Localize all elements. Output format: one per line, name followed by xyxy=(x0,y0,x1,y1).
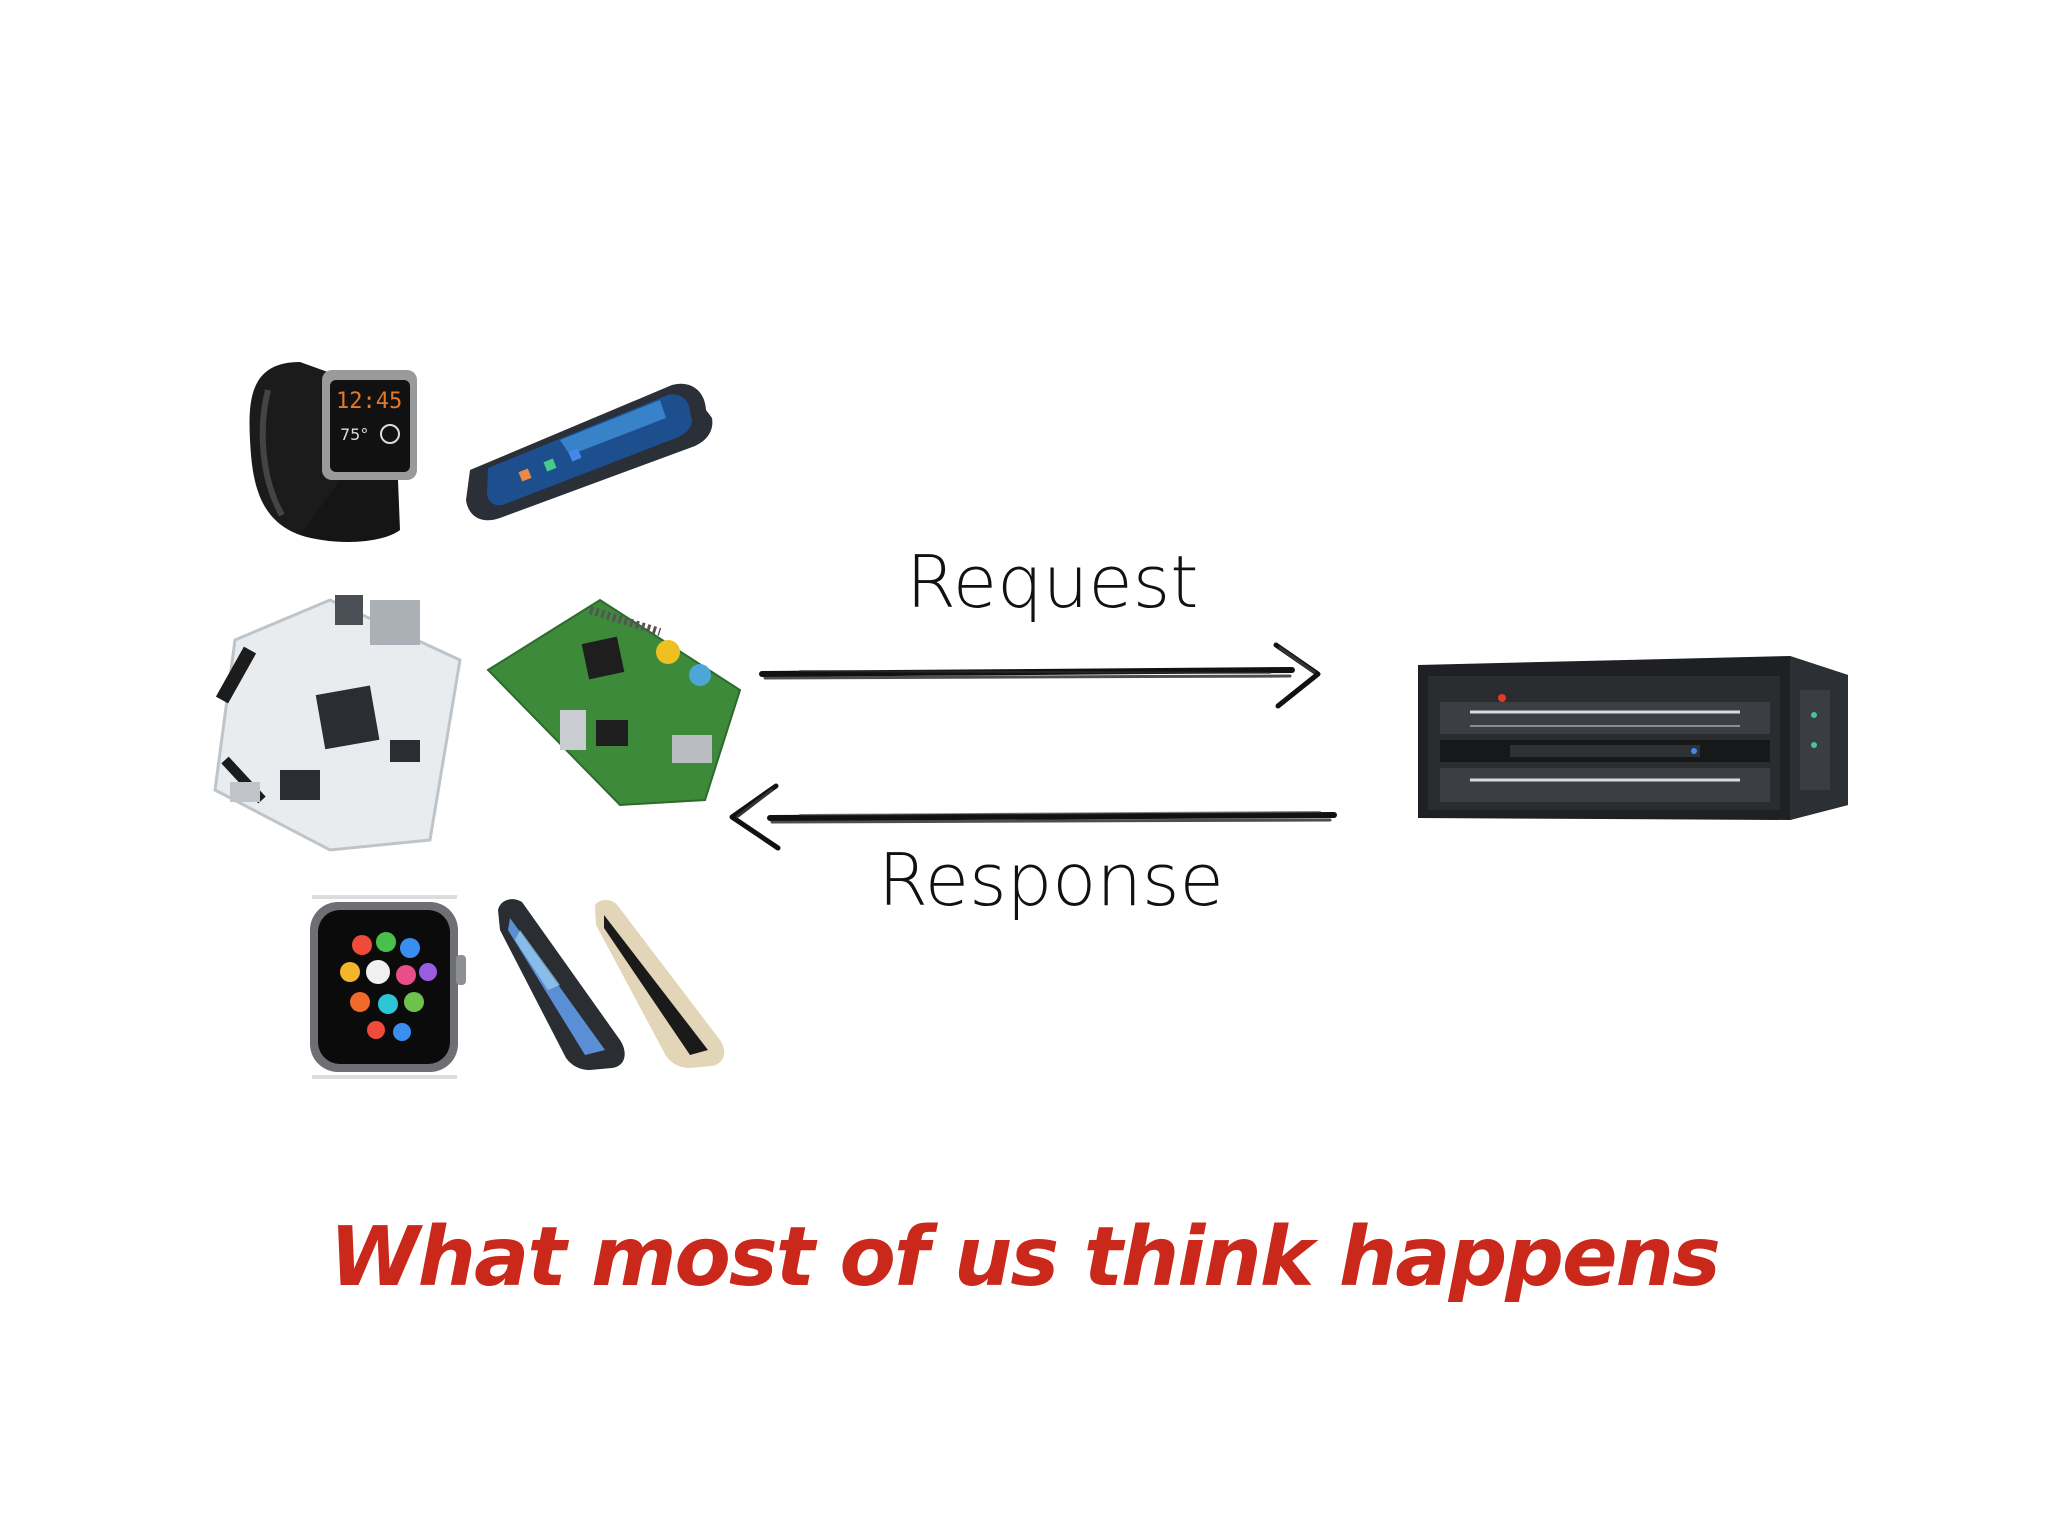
svg-text:12:45: 12:45 xyxy=(336,389,402,414)
request-arrow xyxy=(762,645,1318,706)
request-label: Request xyxy=(906,540,1198,624)
svg-text:75°: 75° xyxy=(340,425,368,444)
raspberry-pi-board-icon xyxy=(488,600,740,805)
beaglebone-board-icon xyxy=(215,595,460,850)
response-label: Response xyxy=(878,838,1224,922)
caption: What most of us think happens xyxy=(0,1210,2048,1305)
smartphone-icon xyxy=(466,384,712,521)
rack-server-icon xyxy=(1418,656,1848,820)
smartwatch-icon: 12:45 75° xyxy=(250,362,417,542)
apple-watch-icon xyxy=(310,895,466,1079)
